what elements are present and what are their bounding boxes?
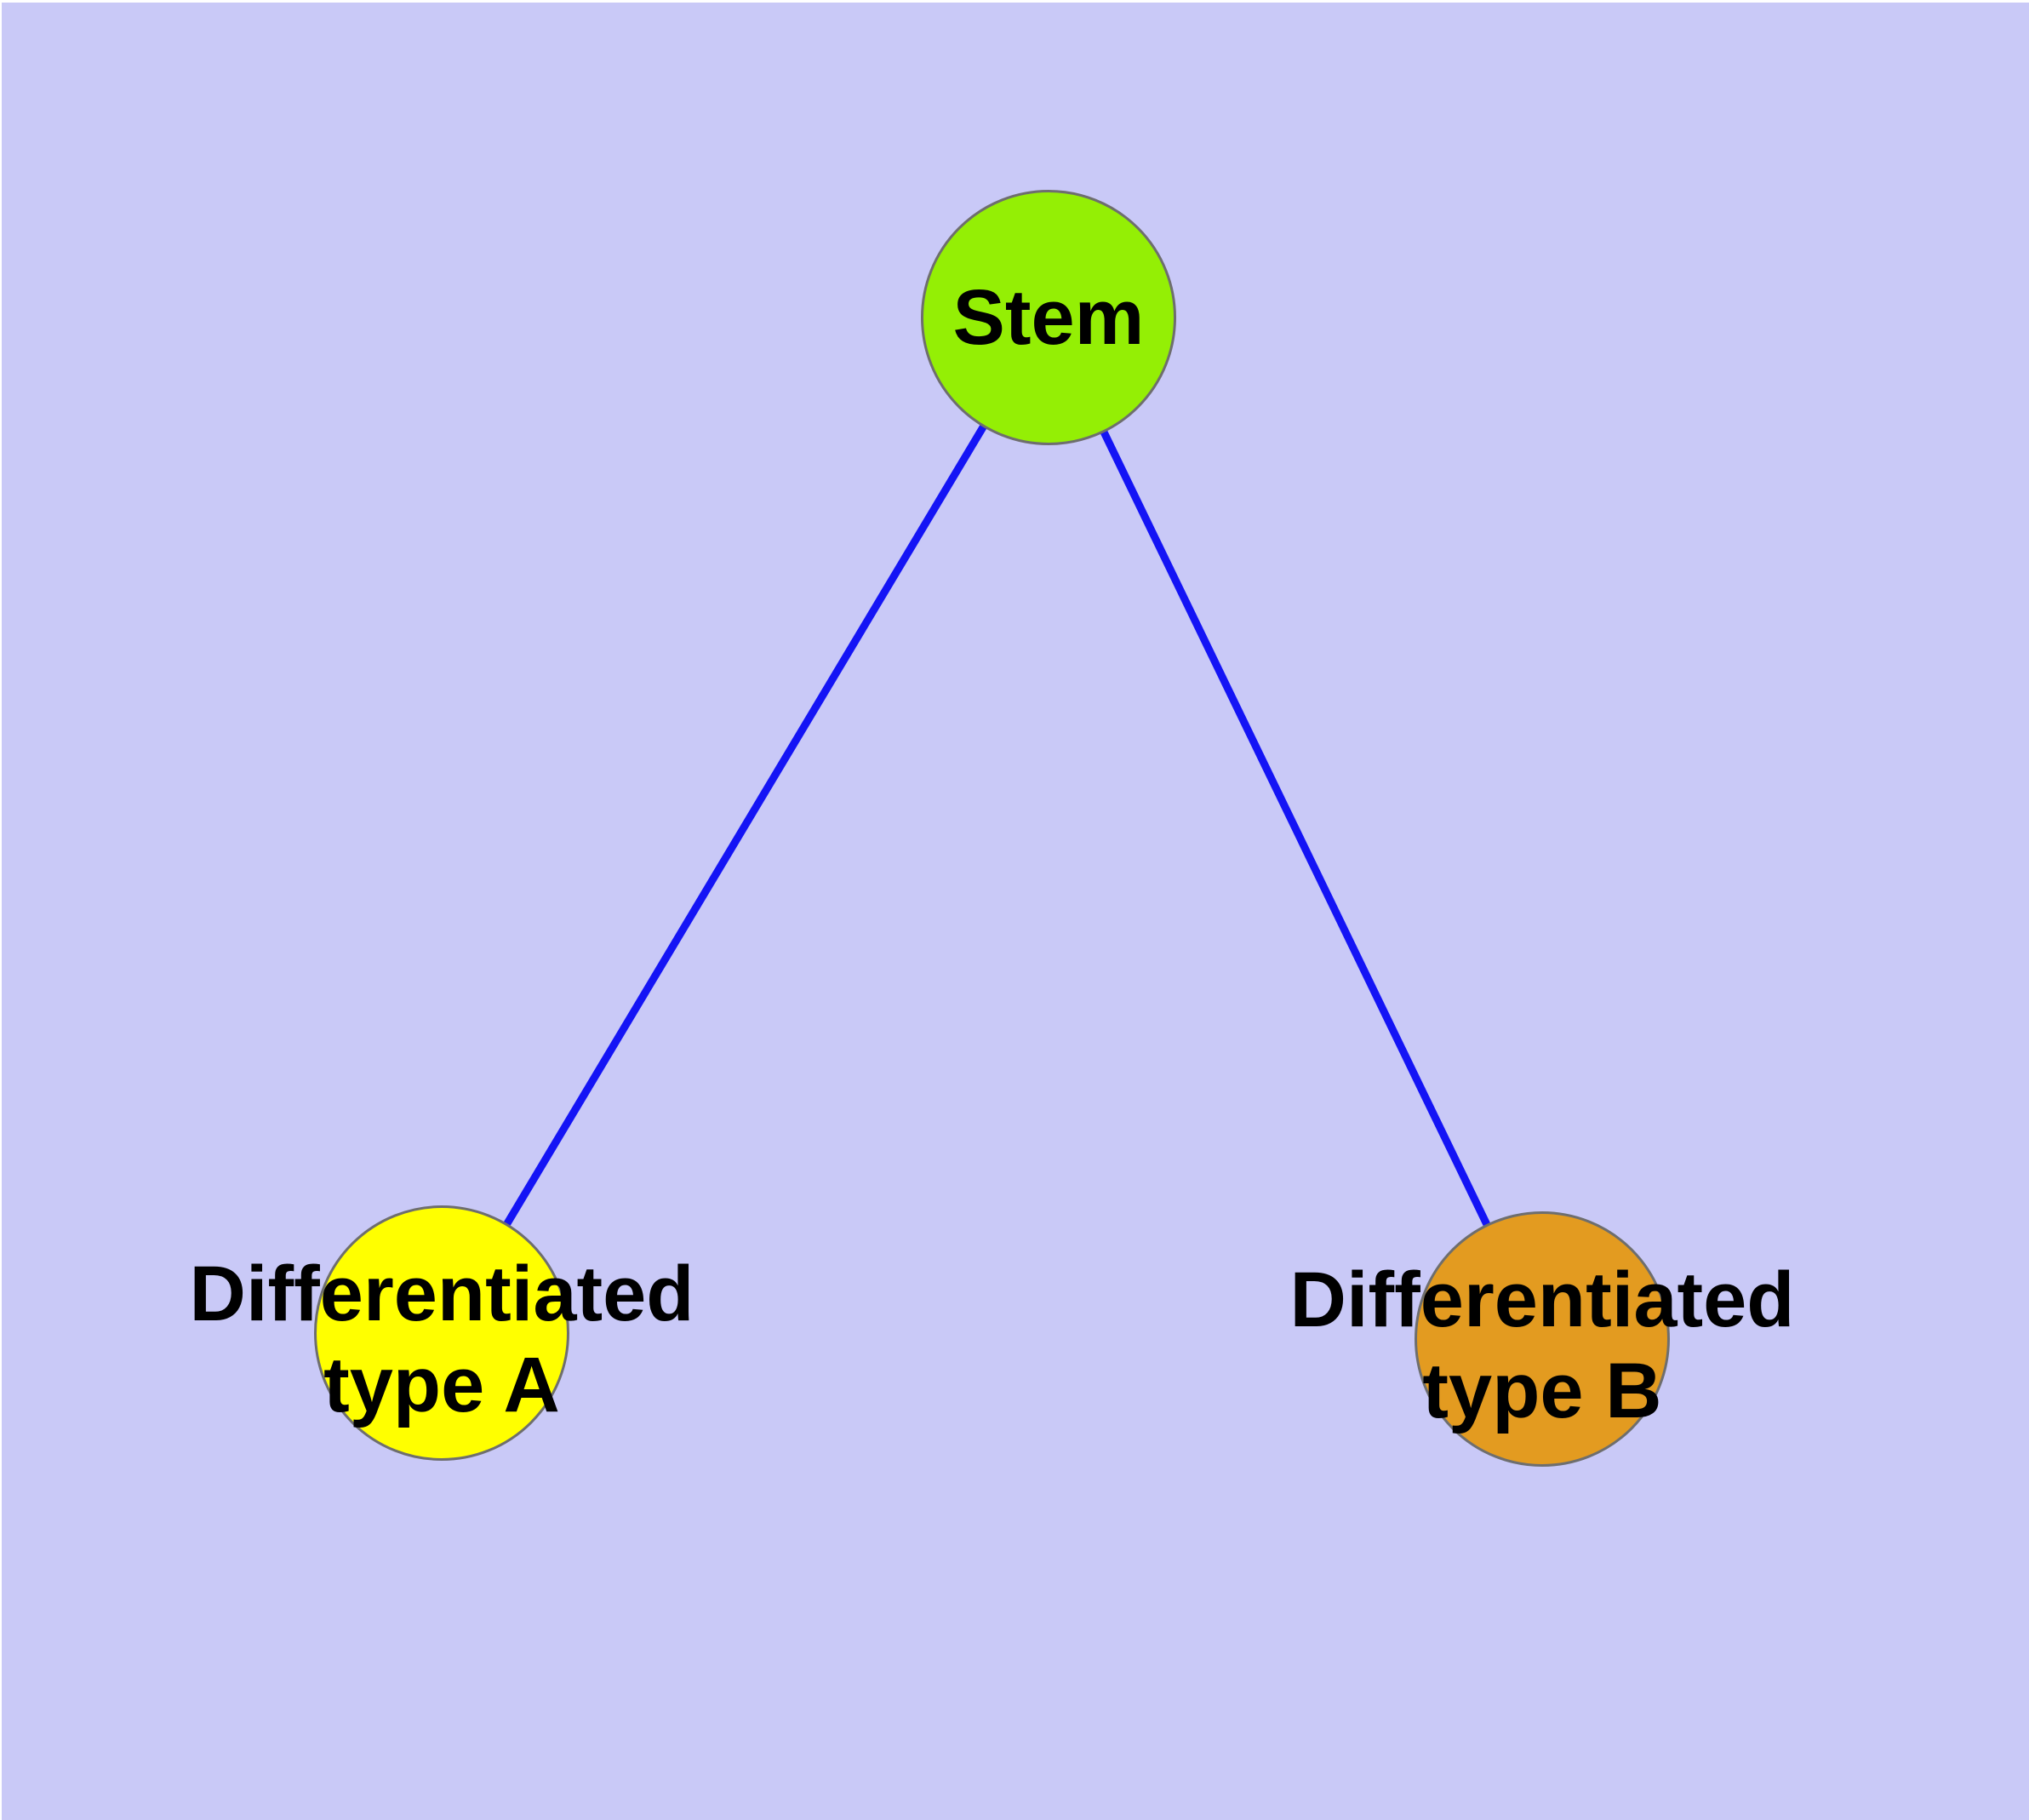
node-type-a-label-line2: type A [323, 1342, 560, 1428]
node-differentiated-type-a: Differentiated type A [190, 1205, 694, 1461]
page-margin-left [0, 0, 2, 1820]
node-type-a-label-line1: Differentiated [189, 1251, 694, 1338]
node-type-b-label-line2: type B [1422, 1348, 1662, 1434]
node-type-b-label: Differentiated type B [1290, 1255, 1795, 1436]
node-type-a-label: Differentiated type A [190, 1249, 694, 1430]
edge-stem-to-type-b [1044, 316, 1546, 1341]
edge-stem-to-type-a [438, 315, 1052, 1336]
page-margin-top [0, 0, 2029, 3]
node-stem: Stem [921, 190, 1176, 445]
node-type-b-label-line1: Differentiated [1289, 1256, 1795, 1344]
node-differentiated-type-b: Differentiated type B [1290, 1211, 1794, 1467]
node-stem-label: Stem [952, 273, 1145, 361]
